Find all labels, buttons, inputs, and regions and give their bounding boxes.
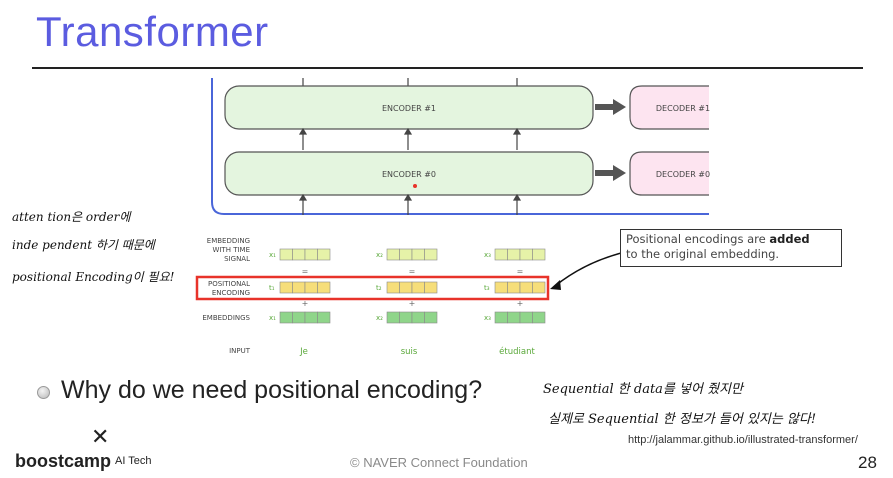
signal-vector-cell <box>292 248 306 261</box>
footer-copyright: © NAVER Connect Foundation <box>350 455 528 470</box>
embedding-vector-cell <box>304 311 318 324</box>
embedding-vector-cell <box>279 311 293 324</box>
embedding-vector-cell <box>507 311 521 324</box>
positional-vector-cell <box>399 281 413 294</box>
signal-vector-cell <box>494 248 508 261</box>
encoder-stack-frame <box>211 78 709 215</box>
embedding-vector-label: x₂ <box>376 314 383 322</box>
embedding-vector-cell <box>292 311 306 324</box>
slide-question: Why do we need positional encoding? <box>61 376 483 404</box>
positional-vector-cell <box>279 281 293 294</box>
positional-vector-cell <box>386 281 400 294</box>
embedding-vector-cell <box>519 311 533 324</box>
positional-vector-label: t₁ <box>269 284 275 292</box>
signal-vector-cell <box>507 248 521 261</box>
row-label-signal-3: SIGNAL <box>224 255 250 263</box>
embedding-vector-cell <box>424 311 438 324</box>
handwritten-note-left-1: atten tion은 order에 <box>12 210 131 224</box>
decoder-1-label: DECODER #1 <box>656 104 710 113</box>
bullet-icon <box>37 386 50 399</box>
embedding-vector-cell <box>494 311 508 324</box>
callout-text-bold: added <box>769 232 810 246</box>
signal-vector-cell <box>411 248 425 261</box>
row-label-signal-1: EMBEDDING <box>207 237 250 245</box>
equals-sign: = <box>409 267 416 276</box>
plus-sign: + <box>517 299 524 308</box>
title-divider <box>32 67 863 69</box>
input-word: étudiant <box>499 346 535 357</box>
embedding-vector-label: x₃ <box>484 314 491 322</box>
handwritten-note-left-3: positional Encoding이 필요! <box>12 270 175 284</box>
signal-vector-label: x₂ <box>376 251 383 259</box>
input-word: suis <box>401 347 418 357</box>
signal-vector-cell <box>519 248 533 261</box>
embedding-vector-cell <box>317 311 331 324</box>
row-label-input: INPUT <box>229 347 251 355</box>
signal-vector-cell <box>532 248 546 261</box>
plus-sign: + <box>409 299 416 308</box>
page-number: 28 <box>858 453 877 472</box>
input-word: Je <box>299 347 308 357</box>
positional-vector-cell <box>494 281 508 294</box>
callout-text-before: Positional encodings are <box>626 232 770 246</box>
positional-vector-cell <box>519 281 533 294</box>
callout-text-after: to the original embedding. <box>626 247 780 261</box>
row-label-signal-2: WITH TIME <box>212 246 250 254</box>
equals-sign: = <box>302 267 309 276</box>
row-label-positional-2: ENCODING <box>212 289 250 297</box>
red-dot <box>413 184 417 188</box>
handwritten-note-right-2: 실제로 Sequential 한 정보가 들어 있지는 않다! <box>548 412 817 427</box>
embedding-vector-label: x₁ <box>269 314 276 322</box>
positional-vector-cell <box>411 281 425 294</box>
positional-vector-cell <box>304 281 318 294</box>
encoder-0-box <box>224 151 594 196</box>
embedding-vector-cell <box>411 311 425 324</box>
positional-encoding-callout: Positional encodings are added to the or… <box>620 229 842 267</box>
positional-vector-cell <box>507 281 521 294</box>
positional-vector-label: t₂ <box>376 284 382 292</box>
signal-vector-cell <box>399 248 413 261</box>
callout-arrow <box>554 251 626 287</box>
positional-vector-cell <box>317 281 331 294</box>
embedding-vector-cell <box>386 311 400 324</box>
slide-title: Transformer <box>36 8 269 55</box>
signal-vector-label: x₃ <box>484 251 491 259</box>
embedding-vector-cell <box>399 311 413 324</box>
decoder-0-label: DECODER #0 <box>656 170 710 179</box>
positional-encoding-highlight <box>195 275 550 301</box>
signal-vector-cell <box>304 248 318 261</box>
embedding-vector-cell <box>532 311 546 324</box>
encoder-0-label: ENCODER #0 <box>382 170 436 179</box>
encoder-1-label: ENCODER #1 <box>382 104 436 113</box>
row-label-positional-1: POSITIONAL <box>208 280 250 288</box>
plus-sign: + <box>302 299 309 308</box>
signal-vector-label: x₁ <box>269 251 276 259</box>
decoder-1-box <box>629 85 709 130</box>
decoder-0-box <box>629 151 709 196</box>
boostcamp-logo: boostcamp <box>15 451 112 471</box>
source-link[interactable]: http://jalammar.github.io/illustrated-tr… <box>628 434 858 446</box>
positional-vector-label: t₃ <box>484 284 490 292</box>
handwritten-note-left-2: inde pendent 하기 때문에 <box>12 238 155 252</box>
positional-vector-cell <box>292 281 306 294</box>
encoder-1-box <box>224 85 594 130</box>
signal-vector-cell <box>424 248 438 261</box>
logo-x-icon: ✕ <box>91 425 110 450</box>
vector-rows: x₁ x₂ x₃ t₁ t₂ t₃ x₁ x₂ x₃ = + = + = + Je suis étudiant <box>269 248 546 357</box>
positional-vector-cell <box>532 281 546 294</box>
positional-vector-cell <box>424 281 438 294</box>
signal-vector-cell <box>386 248 400 261</box>
handwritten-note-right-1: Sequential 한 data를 넣어 줬지만 <box>543 382 743 397</box>
boostcamp-logo-subtext: AI Tech <box>115 455 152 467</box>
signal-vector-cell <box>279 248 293 261</box>
row-label-embeddings: EMBEDDINGS <box>202 314 250 322</box>
signal-vector-cell <box>317 248 331 261</box>
equals-sign: = <box>517 267 524 276</box>
